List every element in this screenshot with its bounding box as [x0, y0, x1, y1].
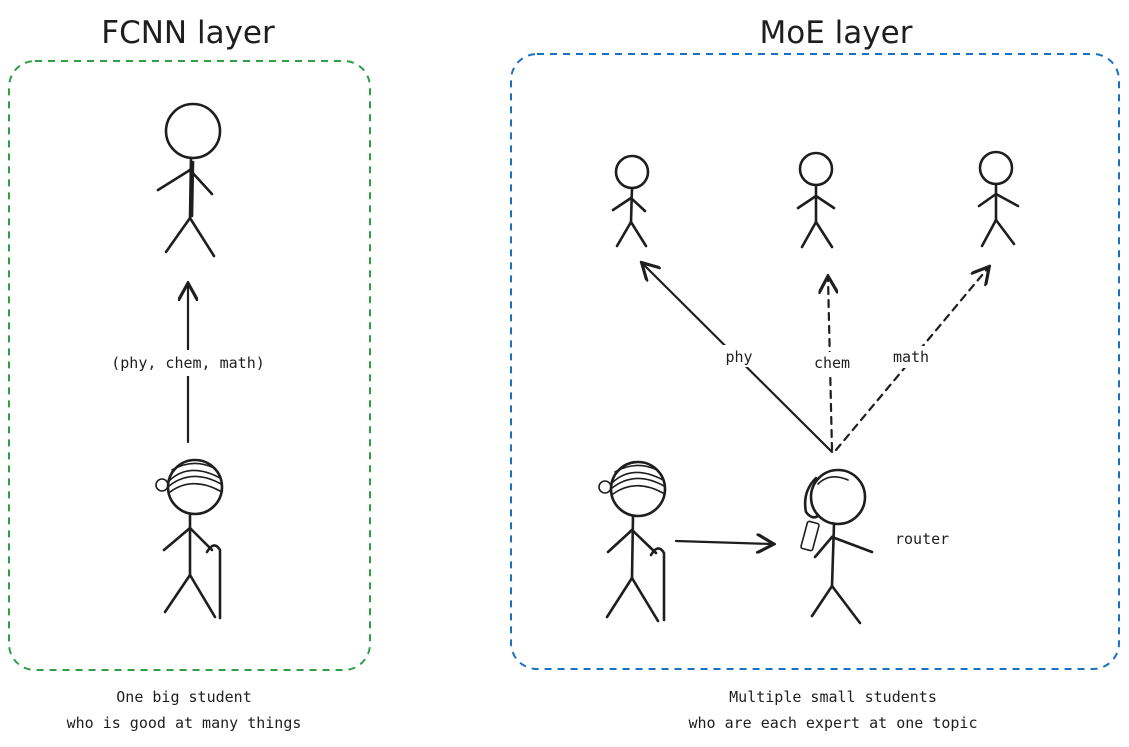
route-label-math: math — [893, 348, 929, 366]
route-label-math-bg — [884, 346, 940, 368]
route-label-phy: phy — [725, 348, 752, 366]
moe-teacher-figure — [598, 460, 667, 623]
fcnn-title: FCNN layer — [101, 15, 275, 51]
route-label-phy-bg — [717, 345, 761, 367]
moe-title: MoE layer — [760, 15, 913, 51]
router-label: router — [895, 530, 949, 548]
expert-student-math — [977, 150, 1020, 248]
fcnn-arrow-label: (phy, chem, math) — [111, 354, 265, 372]
fcnn-caption-line2: who is good at many things — [67, 714, 302, 732]
teacher-to-router-arrow — [674, 541, 772, 544]
big-student-figure — [156, 102, 222, 258]
moe-caption-line1: Multiple small students — [729, 688, 937, 706]
moe-caption-line2: who are each expert at one topic — [689, 714, 978, 732]
fcnn-panel: FCNN layer (phy, chem, math) — [8, 15, 371, 732]
expert-student-phy — [611, 154, 650, 248]
expert-student-chem — [796, 151, 836, 249]
fcnn-caption-line1: One big student — [116, 688, 251, 706]
moe-border — [510, 53, 1120, 670]
moe-panel: MoE layer — [510, 15, 1120, 732]
route-label-chem: chem — [814, 354, 850, 372]
fcnn-label-bg — [98, 350, 278, 376]
router-figure — [800, 468, 874, 625]
fcnn-border — [8, 60, 371, 671]
teacher-figure — [155, 458, 224, 620]
route-label-chem-bg — [806, 352, 856, 374]
